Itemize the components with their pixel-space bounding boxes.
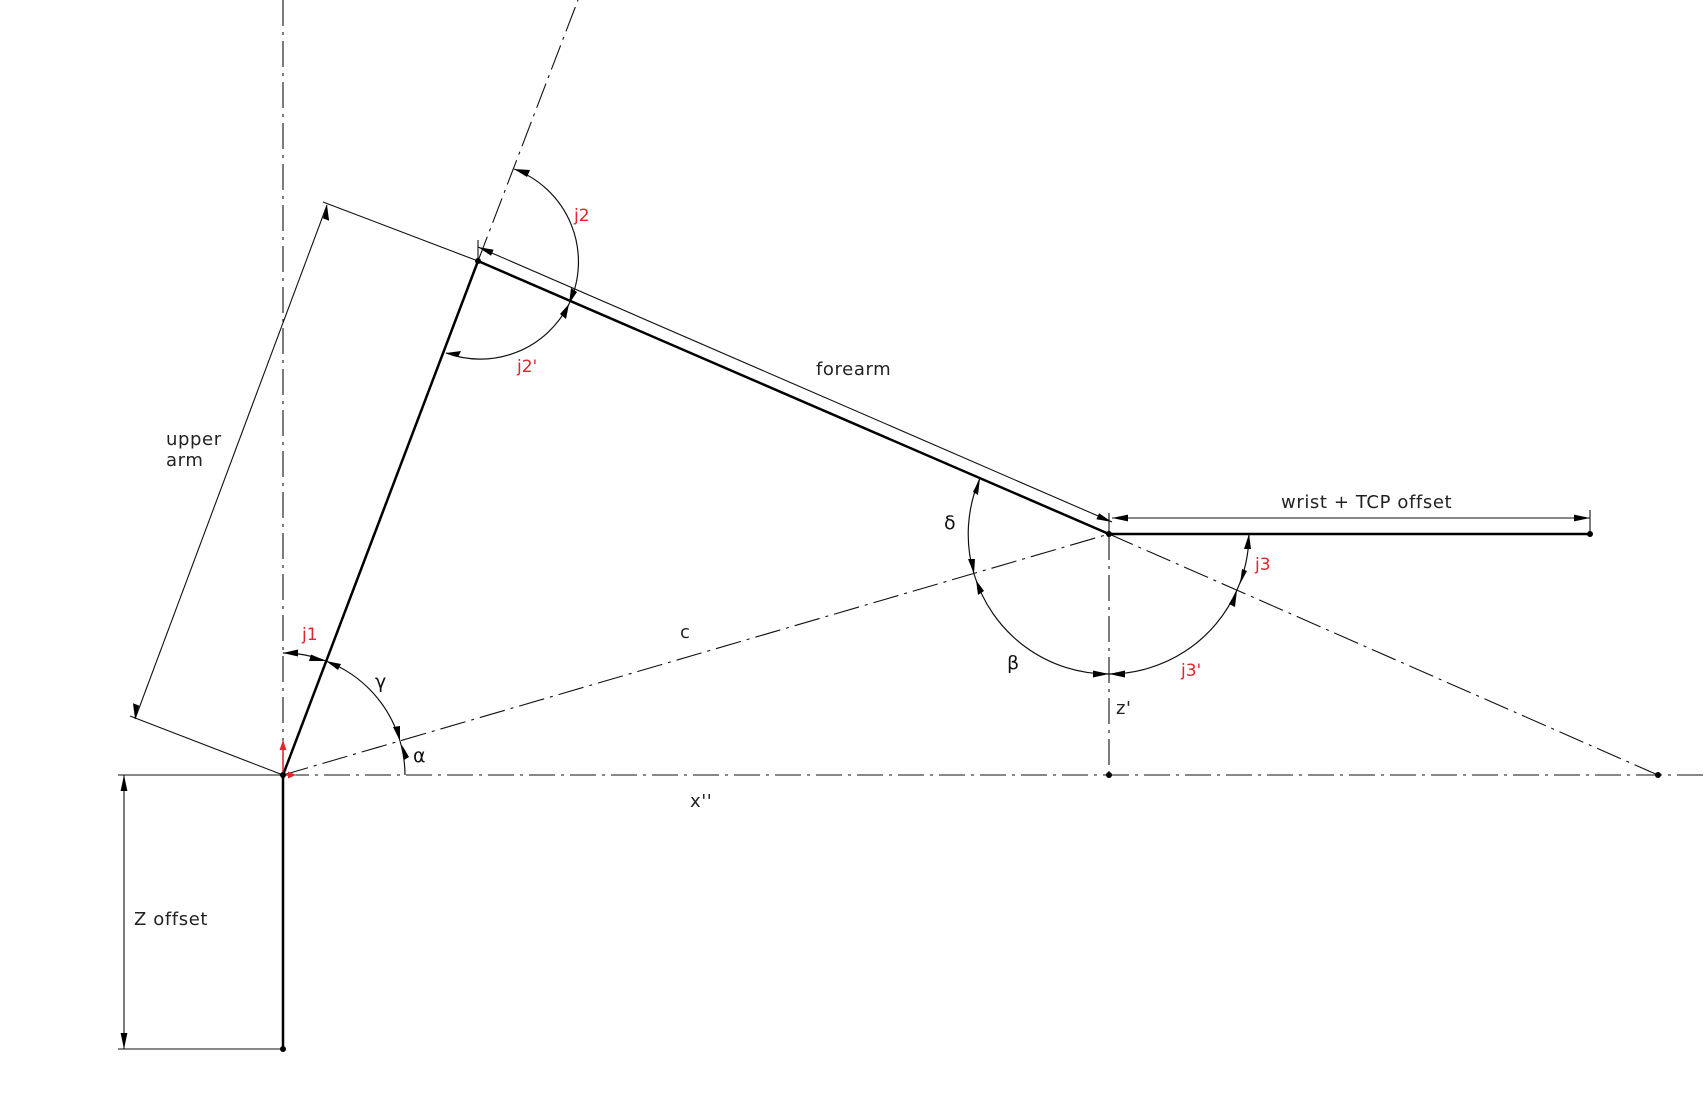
- wrist-arrow-end: [1574, 514, 1590, 522]
- gamma-label: γ: [375, 671, 386, 693]
- j2-label: j2: [573, 206, 590, 226]
- elbow-point: [475, 258, 481, 264]
- alpha-arc: [399, 740, 406, 776]
- j3-arrow-b: [1244, 534, 1251, 549]
- j2-prime-arrow-a: [560, 304, 569, 319]
- upper-arm-label-line2: arm: [166, 450, 203, 471]
- forearm-extension-line: [1108, 533, 1659, 776]
- j2-prime-label: j2': [516, 357, 537, 377]
- j3-prime-arrow-a: [1109, 670, 1125, 678]
- alpha-label: α: [413, 745, 426, 767]
- c-label: c: [680, 622, 691, 643]
- j1-arrow-a: [283, 649, 298, 657]
- forearm-dimension-line: [477, 246, 1113, 523]
- z-offset-arrow-bottom: [120, 1033, 128, 1049]
- origin-arrow-up: [279, 740, 287, 750]
- base-bottom-point: [280, 1046, 286, 1052]
- beta-label: β: [1007, 652, 1019, 674]
- beta-arrow-a: [976, 580, 984, 595]
- j3-prime-label: j3': [1180, 661, 1201, 681]
- z-prime-label: z': [1116, 698, 1132, 719]
- delta-arrow-a: [973, 478, 980, 495]
- j3-prime-arrow-b: [1229, 590, 1237, 607]
- origin-arrow-right: [288, 771, 296, 779]
- upper-arm-extension-top: [322, 201, 479, 262]
- gamma-arrow-a: [326, 661, 341, 670]
- beta-arc: [973, 573, 1110, 675]
- forearm-link: [477, 259, 1110, 536]
- j1-arrow-b: [309, 654, 326, 661]
- delta-arrow-b: [968, 559, 975, 574]
- gamma-arrow-b: [393, 726, 400, 741]
- j3-label: j3: [1254, 555, 1271, 575]
- j2-arrow-b: [569, 288, 577, 304]
- forearm-arrow-end: [1096, 513, 1112, 522]
- x-double-prime-label: x'': [690, 791, 712, 812]
- upper-arm-arrow-top: [322, 205, 330, 221]
- upper-arm-extension-line: [477, 0, 579, 262]
- beta-arrow-b: [1093, 670, 1109, 678]
- tcp-point: [1587, 531, 1593, 537]
- j2-arc: [513, 168, 580, 305]
- j3-prime-arc: [1108, 589, 1238, 675]
- z-offset-arrow-top: [120, 775, 128, 791]
- forearm-arrow-start: [478, 247, 494, 256]
- upper-arm-label-line1: upper: [166, 429, 222, 450]
- wrist-point: [1106, 531, 1112, 537]
- c-line: [282, 533, 1110, 776]
- shoulder-point: [280, 772, 286, 778]
- upper-arm-extension-bottom: [129, 715, 284, 776]
- j2-prime-arrow-b: [446, 351, 461, 357]
- delta-label: δ: [944, 512, 956, 534]
- upper-arm-dimension-line: [134, 204, 328, 720]
- j1-label: j1: [301, 625, 318, 645]
- j3-arrow-a: [1240, 569, 1247, 584]
- wrist-tcp-offset-label: wrist + TCP offset: [1281, 492, 1452, 513]
- j2-arrow-a: [514, 169, 530, 177]
- j2-prime-arc: [445, 303, 570, 360]
- alpha-arrow-a: [402, 745, 409, 760]
- z-prime-foot-point: [1106, 772, 1112, 778]
- extension-intersection-point: [1655, 772, 1661, 778]
- gamma-arc: [325, 660, 401, 742]
- forearm-label: forearm: [816, 359, 891, 380]
- wrist-arrow-start: [1112, 514, 1128, 522]
- upper-arm-link: [281, 260, 480, 776]
- z-offset-label: Z offset: [134, 909, 208, 930]
- upper-arm-arrow-bottom: [133, 703, 140, 719]
